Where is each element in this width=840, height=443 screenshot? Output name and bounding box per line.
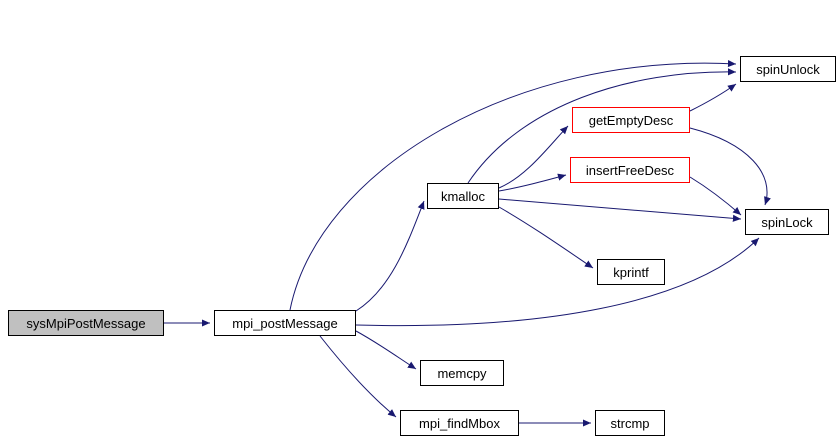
edge-kmalloc-to-spinLock — [498, 198, 742, 222]
node-mpi_postMessage[interactable]: mpi_postMessage — [214, 310, 356, 336]
node-spinUnlock[interactable]: spinUnlock — [740, 56, 836, 82]
node-getEmptyDesc[interactable]: getEmptyDesc — [572, 107, 690, 133]
node-spinLock[interactable]: spinLock — [745, 209, 829, 235]
edge-kmalloc-to-insertFreeDesc — [498, 173, 567, 192]
edge-getEmptyDesc-to-spinLock — [689, 127, 771, 206]
edge-insertFreeDesc-to-spinLock — [689, 176, 742, 216]
node-strcmp[interactable]: strcmp — [595, 410, 665, 436]
node-memcpy[interactable]: memcpy — [420, 360, 504, 386]
edge-mpi_postMessage-to-kmalloc — [355, 200, 425, 312]
edge-mpi_postMessage-to-spinUnlock — [289, 59, 737, 311]
edge-kmalloc-to-getEmptyDesc — [498, 125, 569, 189]
edge-mpi_postMessage-to-spinLock — [355, 237, 760, 327]
edge-kmalloc-to-kprintf — [498, 206, 594, 269]
node-kmalloc[interactable]: kmalloc — [427, 183, 499, 209]
edge-mpi_postMessage-to-memcpy — [355, 330, 417, 370]
edge-getEmptyDesc-to-spinUnlock — [689, 83, 737, 112]
node-kprintf[interactable]: kprintf — [597, 259, 665, 285]
edge-mpi_postMessage-to-mpi_findMbox — [319, 335, 397, 418]
node-insertFreeDesc[interactable]: insertFreeDesc — [570, 157, 690, 183]
node-sysMpiPostMessage: sysMpiPostMessage — [8, 310, 164, 336]
node-mpi_findMbox[interactable]: mpi_findMbox — [400, 410, 519, 436]
